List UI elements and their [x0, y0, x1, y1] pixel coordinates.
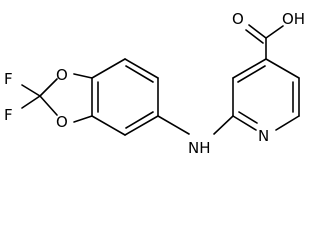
bond-benzene-3-inner	[125, 65, 154, 83]
atom-label-o-dioxole-bottom: O	[56, 113, 68, 131]
bond-c-o-top	[39, 78, 58, 97]
bond-benzene-3	[124, 58, 159, 79]
bond-pyridine-2	[232, 58, 267, 79]
bond-benzene-2	[91, 58, 126, 79]
bond-c-oh	[265, 25, 284, 39]
atom-label-o-dioxole-top: O	[56, 66, 68, 84]
bond-carbonyl-1	[248, 24, 267, 39]
atom-label-f-top: F	[4, 70, 13, 88]
bond-pyridine-6	[232, 115, 257, 131]
bond-benzene-5	[124, 115, 159, 136]
atom-label-oh: OH	[282, 10, 305, 28]
bond-nh-pyridine	[213, 115, 234, 135]
bond-c-f-bottom	[21, 95, 41, 109]
bond-pyridine-3	[265, 58, 300, 79]
atom-label-n-pyridine: N	[258, 127, 269, 145]
bond-benzene-5-inner	[125, 111, 154, 129]
bond-o-benzene-top	[73, 73, 93, 79]
chemical-structure-diagram: F F O O NH N O OH	[4, 10, 305, 157]
atom-label-o-carbonyl: O	[232, 10, 244, 28]
bond-pyridine-2-inner	[237, 65, 266, 83]
bond-o-benzene-bottom	[73, 115, 93, 123]
bond-benzene-6	[91, 115, 126, 136]
atom-label-f-bottom: F	[4, 106, 13, 124]
atom-label-nh: NH	[188, 139, 211, 157]
bond-carbonyl-2	[245, 29, 264, 44]
bond-c-f-top	[21, 84, 41, 97]
bond-pyridine-6-inner	[238, 111, 258, 124]
bond-pyridine-5	[275, 115, 300, 131]
bond-aryl-nh	[157, 115, 190, 135]
bond-c-o-bottom	[39, 95, 58, 116]
